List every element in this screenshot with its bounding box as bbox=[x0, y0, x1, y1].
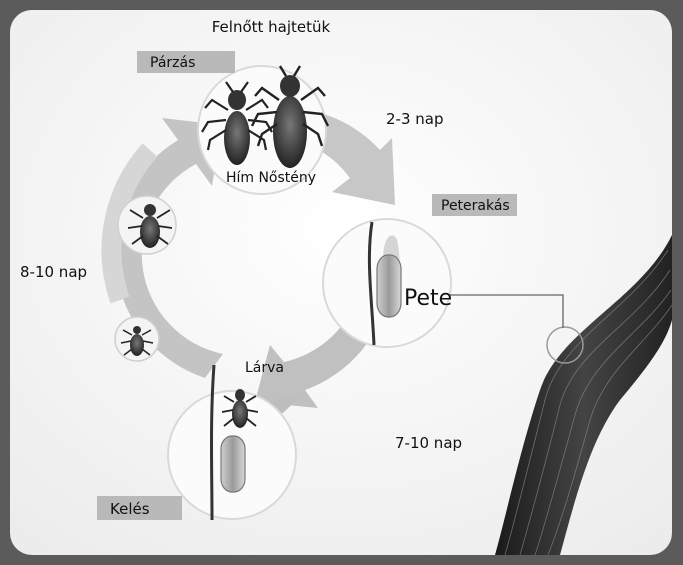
hatched-egg-icon bbox=[221, 436, 245, 492]
duration-egg-laying: 2-3 nap bbox=[386, 110, 444, 128]
nymph-large-circle bbox=[118, 196, 176, 254]
mating-label: Párzás bbox=[150, 55, 195, 71]
duration-hatching: 7-10 nap bbox=[395, 434, 462, 452]
egg-laying-label: Peterakás bbox=[441, 198, 510, 214]
larva-label: Lárva bbox=[245, 360, 284, 376]
nymph-small-circle bbox=[115, 317, 159, 361]
adults-label: Felnőtt hajtetük bbox=[212, 18, 331, 36]
egg-circle bbox=[323, 219, 451, 347]
egg-icon bbox=[377, 255, 401, 317]
egg-label: Pete bbox=[404, 286, 452, 311]
duration-growth: 8-10 nap bbox=[20, 263, 87, 281]
male-female-label: Hím Nőstény bbox=[226, 170, 316, 186]
hatching-label: Kelés bbox=[110, 500, 150, 518]
